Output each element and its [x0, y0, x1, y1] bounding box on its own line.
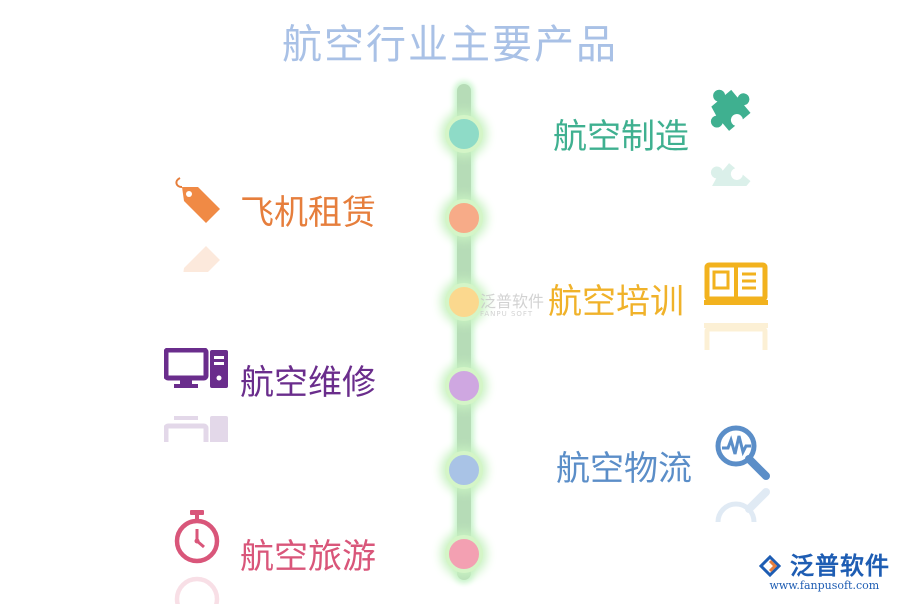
- price-tag-icon: [170, 175, 226, 229]
- logo-mark-icon: [758, 554, 781, 578]
- timeline-node-1: [445, 115, 483, 153]
- brand-logo: 泛普软件 www.fanpusoft.com: [758, 546, 890, 592]
- book-icon: [704, 262, 768, 306]
- book-icon-reflection: [704, 318, 768, 366]
- timeline-node-3: [445, 283, 483, 321]
- product-label-maintenance: 航空维修: [240, 363, 376, 403]
- timeline-node-5: [445, 451, 483, 489]
- magnifier-icon-reflection: [714, 484, 772, 543]
- logo-url: www.fanpusoft.com: [769, 579, 880, 592]
- product-label-manufacturing: 航空制造: [553, 117, 689, 157]
- magnifier-icon: [714, 424, 772, 480]
- computer-icon: [164, 348, 230, 390]
- stopwatch-icon: [170, 508, 224, 566]
- puzzle-icon-reflection: [706, 148, 762, 205]
- product-label-tourism: 航空旅游: [240, 537, 376, 577]
- puzzle-icon: [706, 88, 762, 142]
- product-label-training: 航空培训: [548, 282, 684, 322]
- price-tag-icon-reflection: [170, 236, 226, 282]
- product-label-logistics: 航空物流: [556, 449, 692, 489]
- product-label-leasing: 飞机租赁: [240, 193, 376, 233]
- timeline-spine: [457, 84, 471, 580]
- timeline-node-2: [445, 199, 483, 237]
- center-watermark: 泛普软件 FANPU SOFT: [480, 292, 545, 318]
- timeline-node-4: [445, 367, 483, 405]
- computer-icon-reflection: [163, 410, 230, 457]
- logo-name: 泛普软件: [790, 552, 890, 580]
- timeline-node-6: [445, 535, 483, 573]
- stopwatch-icon-reflection: [170, 570, 224, 604]
- diagram-title: 航空行业主要产品: [282, 22, 618, 68]
